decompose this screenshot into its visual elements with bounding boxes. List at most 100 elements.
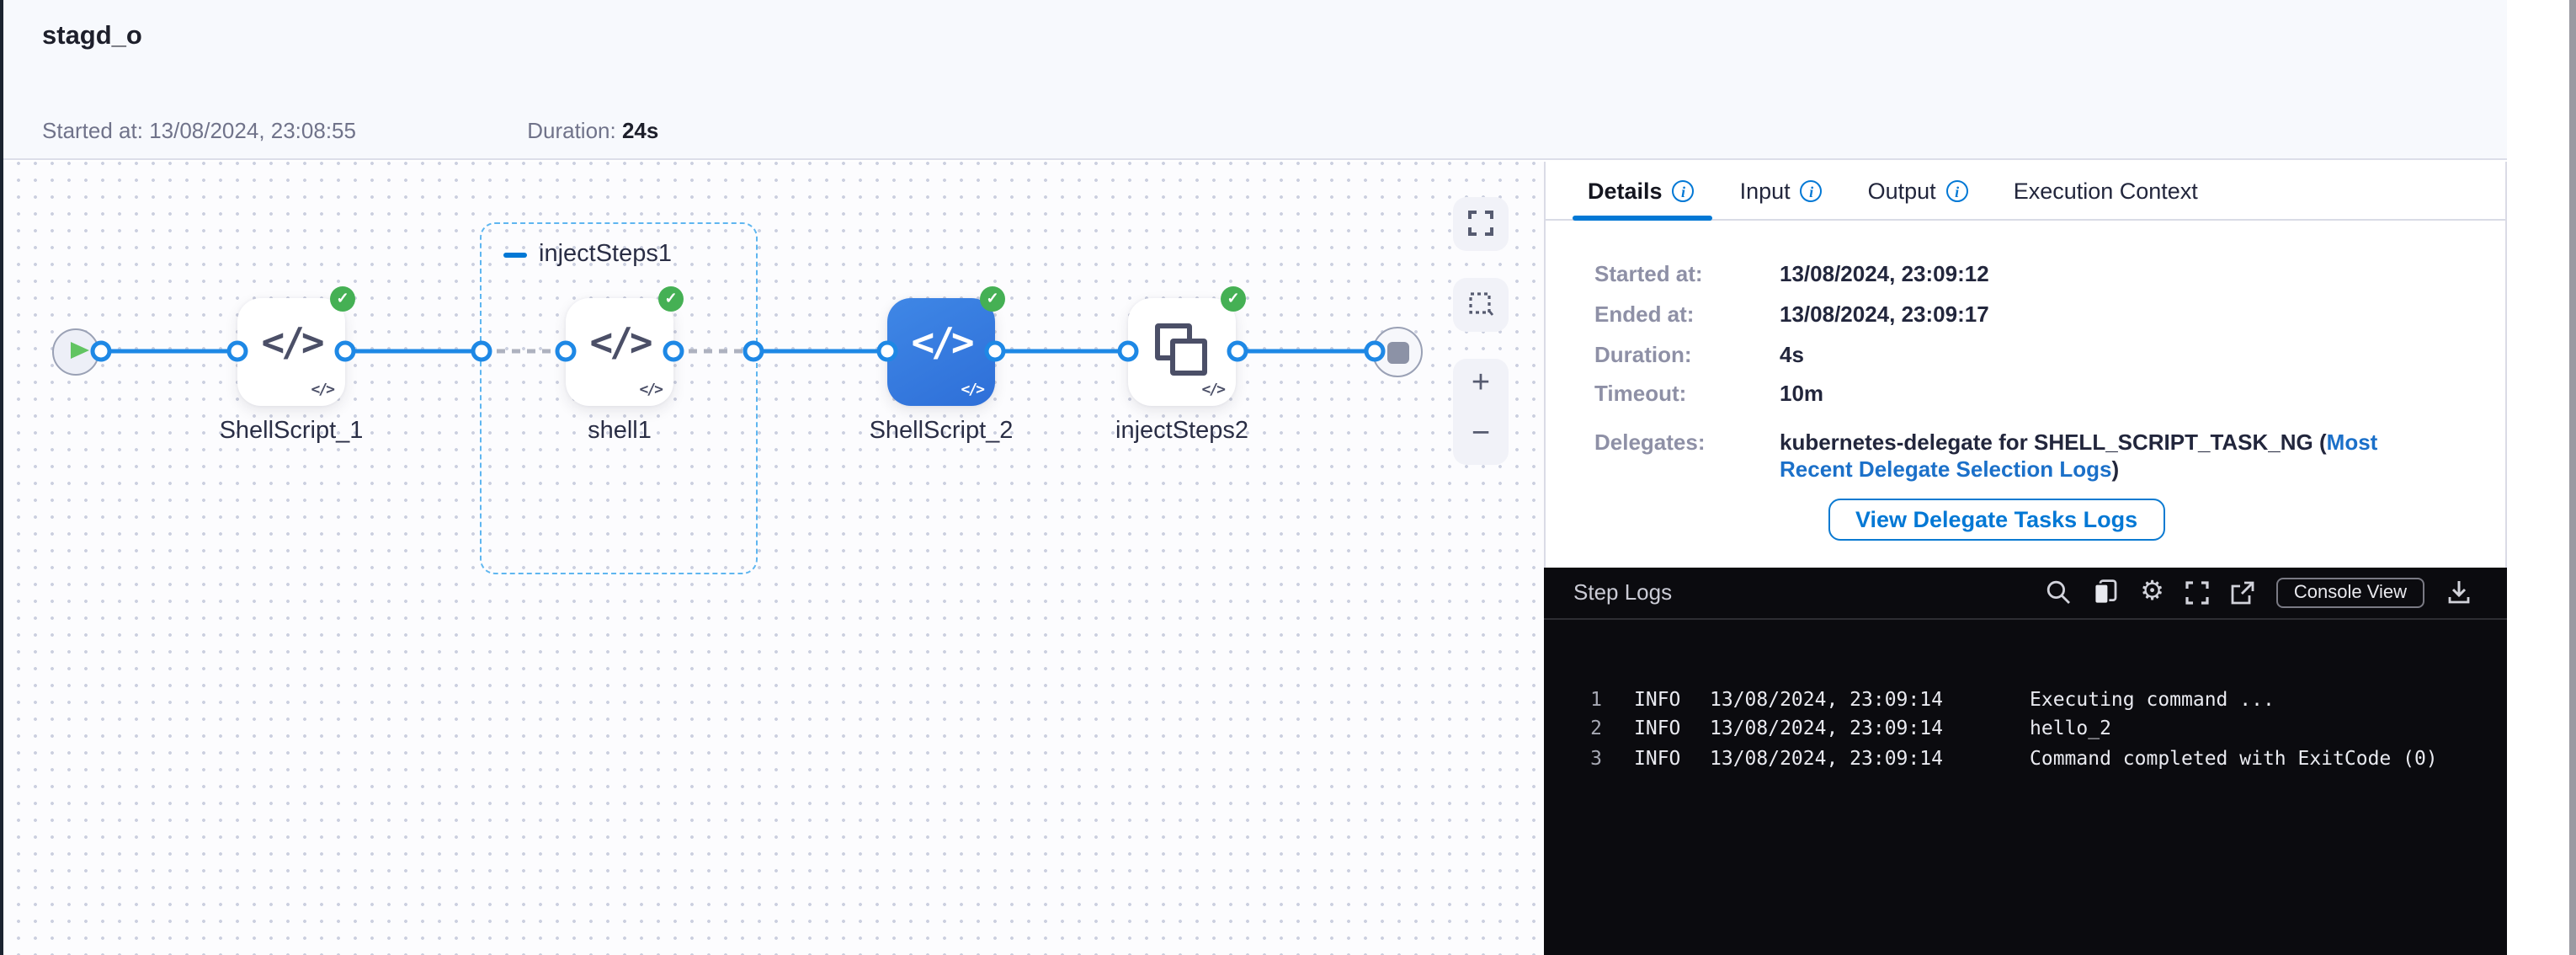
detail-value: 13/08/2024, 23:09:17 — [1780, 301, 1989, 327]
success-check-icon: ✓ — [658, 285, 684, 311]
log-line-number: 3 — [1590, 746, 1602, 770]
detail-value: 4s — [1780, 341, 1804, 366]
zoom-out-button[interactable]: − — [1471, 416, 1491, 451]
log-timestamp: 13/08/2024, 23:09:14 — [1710, 686, 1943, 710]
info-icon[interactable]: i — [1945, 179, 1968, 201]
group-label[interactable]: injectSteps1 — [539, 240, 672, 267]
zoom-controls[interactable]: + − — [1453, 359, 1509, 465]
detail-label: Duration: — [1594, 341, 1692, 366]
tab-input[interactable]: Input i — [1740, 178, 1823, 203]
stop-icon — [1387, 341, 1409, 363]
log-timestamp: 13/08/2024, 23:09:14 — [1710, 746, 1943, 770]
active-tab-underline — [1572, 215, 1711, 221]
gear-icon: ⚙ — [2140, 578, 2164, 606]
step-logs-header: Step Logs ⚙ — [1544, 567, 2506, 619]
started-at-label: Started at: — [42, 118, 150, 143]
tab-details[interactable]: Details i — [1588, 178, 1695, 203]
step-label[interactable]: ShellScript_1 — [219, 418, 364, 445]
zoom-in-button[interactable]: + — [1471, 365, 1491, 401]
step-logs-title: Step Logs — [1573, 579, 1673, 605]
download-logs-button[interactable] — [2446, 579, 2471, 605]
step-node-shellscript-1[interactable]: </> </> ✓ — [237, 285, 355, 405]
pipeline-canvas[interactable]: injectSteps1 </> </> ✓ ShellScript_1 </>… — [3, 162, 1545, 955]
log-settings-button[interactable]: ⚙ — [2140, 578, 2164, 606]
log-line-number: 2 — [1590, 716, 1602, 740]
log-line: 3 INFO 13/08/2024, 23:09:14 Command comp… — [1577, 746, 2506, 776]
log-line-number: 1 — [1590, 686, 1602, 710]
step-group-injectSteps1[interactable]: injectSteps1 — [480, 221, 757, 574]
right-gutter — [2506, 0, 2569, 955]
tab-execution-context[interactable]: Execution Context — [2013, 178, 2198, 203]
step-node-shell1[interactable]: </> </> ✓ — [566, 285, 684, 405]
log-message: Command completed with ExitCode (0) — [2030, 746, 2438, 770]
shell-script-icon: </> — [261, 321, 324, 365]
log-line: 2 INFO 13/08/2024, 23:09:14 hello_2 — [1577, 717, 2506, 747]
delegates-value: kubernetes-delegate for SHELL_SCRIPT_TAS… — [1780, 429, 2378, 482]
shell-type-icon: </> — [639, 381, 663, 398]
expand-logs-button[interactable] — [2186, 580, 2210, 604]
external-link-icon — [2232, 580, 2255, 604]
search-logs-button[interactable] — [2046, 579, 2071, 605]
details-content: Started at: 13/08/2024, 23:09:12 Ended a… — [1546, 221, 2504, 541]
success-check-icon: ✓ — [980, 285, 1005, 311]
pipeline-end-node[interactable] — [1372, 326, 1423, 376]
delegates-label: Delegates: — [1594, 429, 1706, 454]
stage-title: stagd_o — [42, 22, 142, 51]
success-check-icon: ✓ — [1221, 285, 1246, 311]
shell-type-icon: </> — [961, 381, 985, 398]
shell-script-icon: </> — [911, 321, 974, 365]
detail-label: Ended at: — [1594, 301, 1695, 327]
log-message: Executing command ... — [2030, 686, 2275, 710]
duration-value: 24s — [621, 118, 659, 143]
log-level: INFO — [1634, 716, 1681, 740]
success-check-icon: ✓ — [330, 285, 355, 311]
log-level: INFO — [1634, 686, 1681, 710]
step-label[interactable]: shell1 — [588, 418, 652, 445]
detail-value: 10m — [1780, 381, 1824, 407]
multi-select-button[interactable] — [1453, 277, 1509, 331]
log-lines[interactable]: 1 INFO 13/08/2024, 23:09:14 Executing co… — [1544, 619, 2506, 776]
detail-label: Started at: — [1594, 261, 1703, 286]
left-nav-edge — [0, 0, 3, 955]
log-line: 1 INFO 13/08/2024, 23:09:14 Executing co… — [1577, 686, 2506, 717]
detail-value: 13/08/2024, 23:09:12 — [1780, 261, 1989, 286]
step-label[interactable]: injectSteps2 — [1115, 418, 1248, 445]
pipeline-start-node[interactable] — [52, 328, 99, 375]
step-node-injectsteps2[interactable]: </> ✓ — [1128, 285, 1246, 405]
shell-script-icon: </> — [589, 321, 652, 365]
delegate-selection-logs-link[interactable]: Most Recent Delegate Selection Logs — [1780, 429, 2378, 482]
info-icon[interactable]: i — [1800, 179, 1823, 201]
fit-screen-icon — [1468, 210, 1493, 235]
fullscreen-icon — [2186, 580, 2210, 604]
fit-to-screen-button[interactable] — [1453, 196, 1509, 250]
step-logs-panel: Step Logs ⚙ — [1544, 567, 2506, 955]
collapse-group-icon[interactable] — [503, 252, 527, 258]
step-group-icon — [1155, 323, 1209, 376]
detail-label: Timeout: — [1594, 381, 1687, 407]
vertical-scrollbar[interactable] — [2569, 0, 2576, 955]
copy-icon — [2094, 579, 2117, 605]
console-view-button[interactable]: Console View — [2276, 577, 2424, 607]
pipeline-connectors — [90, 340, 1386, 362]
tab-output[interactable]: Output i — [1868, 178, 1968, 203]
step-label[interactable]: ShellScript_2 — [869, 418, 1014, 445]
play-icon — [71, 342, 89, 359]
log-level: INFO — [1634, 746, 1681, 770]
info-icon[interactable]: i — [1672, 179, 1695, 201]
view-delegate-tasks-logs-button[interactable]: View Delegate Tasks Logs — [1828, 499, 2165, 541]
copy-logs-button[interactable] — [2093, 579, 2118, 605]
step-details-panel: Details i Input i Output i Execution Con… — [1544, 162, 2506, 955]
stage-header: stagd_o Started at: 13/08/2024, 23:08:55… — [3, 0, 2506, 160]
open-in-new-tab-button[interactable] — [2232, 580, 2255, 604]
log-timestamp: 13/08/2024, 23:09:14 — [1710, 716, 1943, 740]
selection-icon — [1468, 291, 1493, 315]
log-message: hello_2 — [2030, 716, 2111, 740]
details-tabs: Details i Input i Output i Execution Con… — [1546, 162, 2504, 221]
duration-label: Duration: — [527, 118, 622, 143]
started-at-value: 13/08/2024, 23:08:55 — [149, 118, 356, 143]
shell-type-icon: </> — [1201, 381, 1226, 398]
step-node-shellscript-2-selected[interactable]: </> </> ✓ — [887, 285, 1005, 405]
shell-type-icon: </> — [311, 381, 335, 398]
search-icon — [2046, 580, 2071, 604]
